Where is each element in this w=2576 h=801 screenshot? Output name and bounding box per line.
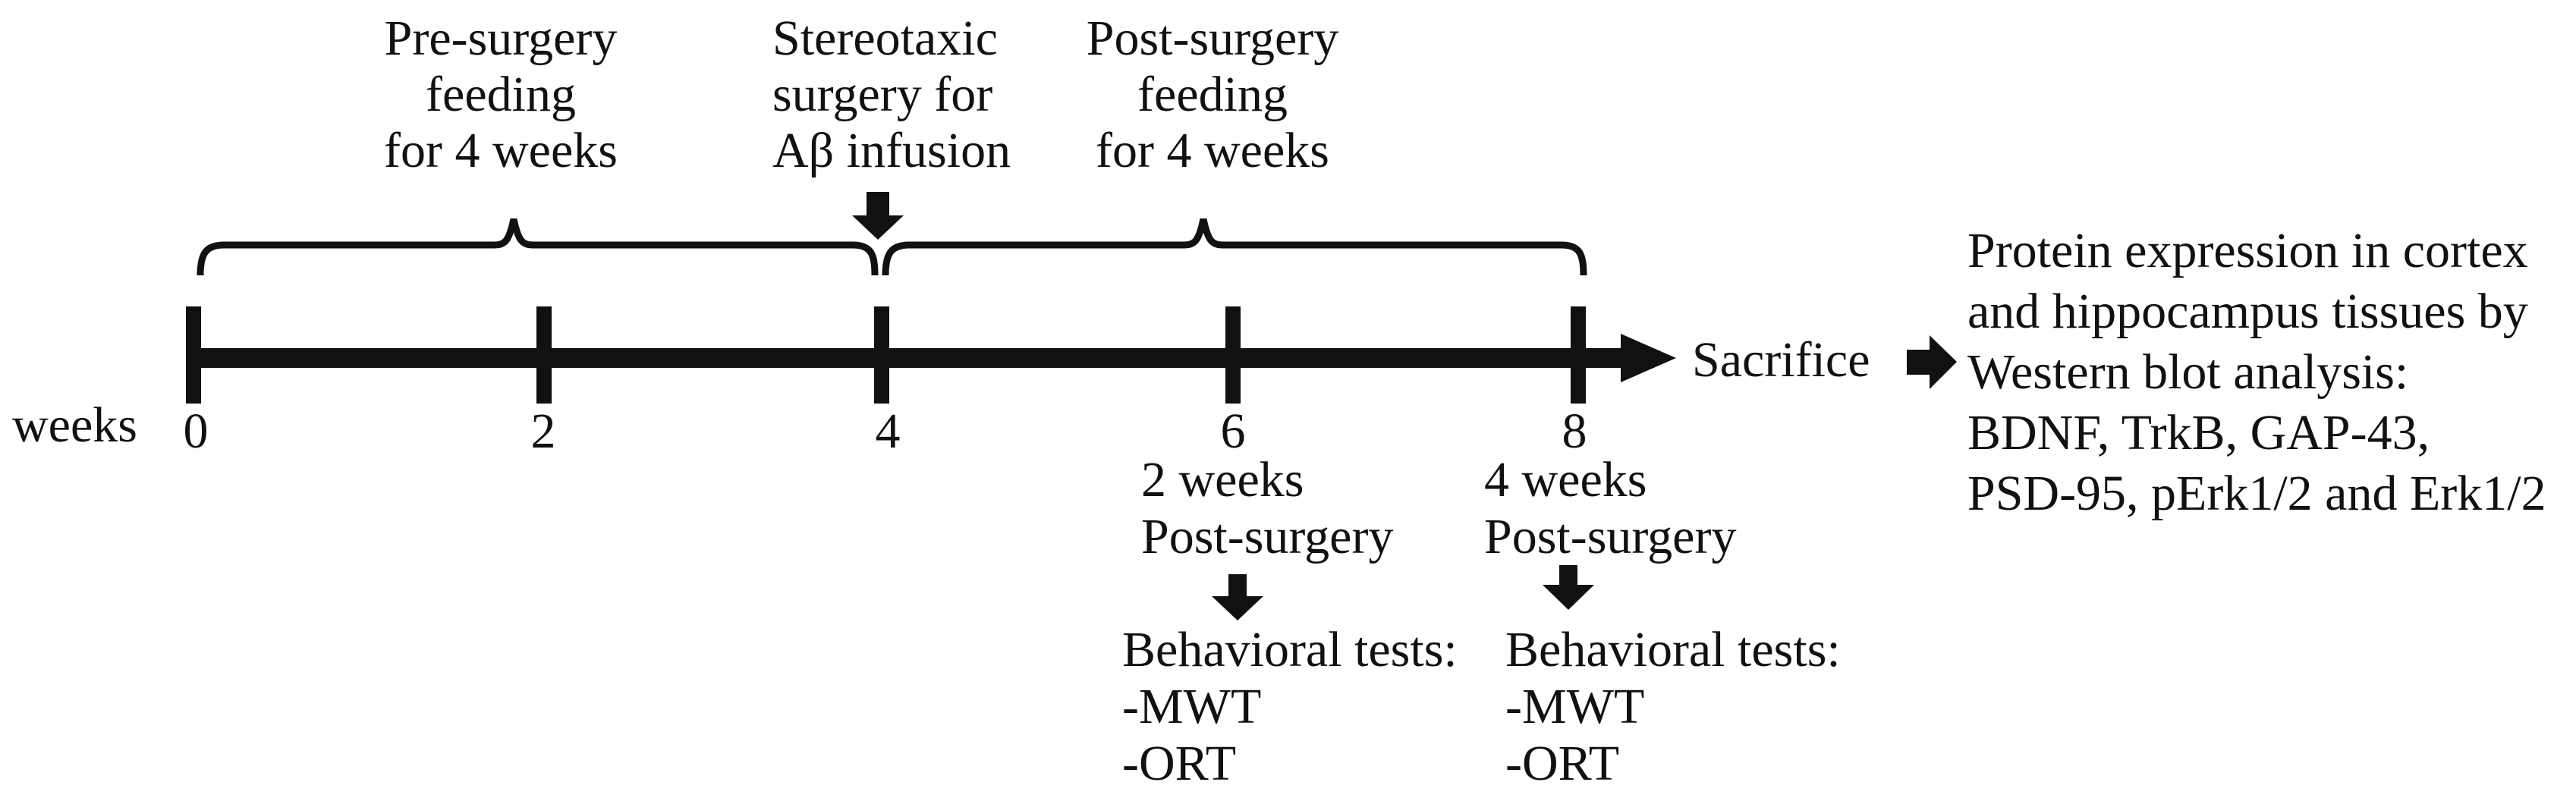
post-surgery-feeding-line2: feeding: [1137, 67, 1288, 122]
tick-label-week-6: 6: [1220, 404, 1246, 459]
post-surgery-feeding-label: Post-surgery feeding for 4 weeks: [1023, 11, 1402, 179]
event-week6-stage: Post-surgery: [1141, 509, 1394, 564]
behavioral-tests-week8-ort: -ORT: [1505, 736, 1620, 791]
tick-week-0: [186, 306, 201, 404]
stereotaxic-surgery-label: Stereotaxic surgery for Aβ infusion: [772, 11, 1011, 179]
pre-surgery-feeding-line3: for 4 weeks: [384, 123, 618, 178]
pre-surgery-feeding-line2: feeding: [426, 67, 576, 122]
western-blot-outcome-label: Protein expression in cortex and hippoca…: [1967, 221, 2546, 524]
event-week8-label: 4 weeks Post-surgery: [1484, 451, 1736, 565]
stereotaxic-surgery-line3: Aβ infusion: [772, 123, 1011, 178]
tick-week-6: [1225, 306, 1241, 404]
tick-label-week-2: 2: [530, 404, 556, 459]
tick-week-2: [536, 306, 552, 404]
tick-week-8: [1571, 306, 1586, 404]
post-surgery-feeding-line1: Post-surgery: [1086, 11, 1339, 66]
behavioral-week6-down-arrow-icon: [1212, 574, 1263, 620]
outcome-line5: PSD-95, pErk1/2 and Erk1/2: [1967, 466, 2546, 521]
outcome-line2: and hippocampus tissues by: [1967, 284, 2528, 339]
event-week8-time: 4 weeks: [1484, 452, 1647, 507]
behavioral-tests-week8-title: Behavioral tests:: [1505, 622, 1841, 677]
stereotaxic-surgery-line1: Stereotaxic: [772, 11, 998, 66]
weeks-axis-label: weeks: [12, 397, 137, 453]
behavioral-tests-week8-mwt: -MWT: [1505, 679, 1645, 734]
stereotaxic-surgery-line2: surgery for: [772, 67, 993, 122]
post-surgery-feeding-line3: for 4 weeks: [1096, 123, 1329, 178]
timeline-arrowhead-icon: [1621, 334, 1676, 382]
behavioral-tests-week6-mwt: -MWT: [1122, 679, 1262, 734]
sacrifice-right-arrow-icon: [1907, 335, 1957, 389]
brace-post-surgery-span: [882, 218, 1587, 276]
tick-week-4: [874, 306, 889, 404]
behavioral-week8-down-arrow-icon: [1543, 565, 1594, 610]
surgery-down-arrow-icon: [852, 192, 904, 240]
tick-label-week-0: 0: [183, 404, 209, 459]
behavioral-tests-week6: Behavioral tests: -MWT -ORT: [1122, 621, 1458, 792]
tick-label-week-8: 8: [1562, 404, 1587, 459]
event-week6-label: 2 weeks Post-surgery: [1141, 451, 1393, 565]
sacrifice-label: Sacrifice: [1692, 332, 1870, 388]
brace-pre-surgery-span: [197, 218, 879, 276]
behavioral-tests-week6-ort: -ORT: [1122, 736, 1237, 791]
timeline-bar: [193, 348, 1623, 368]
outcome-line4: BDNF, TrkB, GAP-43,: [1967, 405, 2430, 460]
tick-label-week-4: 4: [875, 404, 901, 459]
outcome-line1: Protein expression in cortex: [1967, 223, 2528, 278]
behavioral-tests-week6-title: Behavioral tests:: [1122, 622, 1458, 677]
pre-surgery-feeding-label: Pre-surgery feeding for 4 weeks: [311, 11, 690, 179]
pre-surgery-feeding-line1: Pre-surgery: [384, 11, 618, 66]
event-week6-time: 2 weeks: [1141, 452, 1304, 507]
behavioral-tests-week8: Behavioral tests: -MWT -ORT: [1505, 621, 1841, 792]
outcome-line3: Western blot analysis:: [1967, 344, 2409, 400]
event-week8-stage: Post-surgery: [1484, 509, 1737, 564]
